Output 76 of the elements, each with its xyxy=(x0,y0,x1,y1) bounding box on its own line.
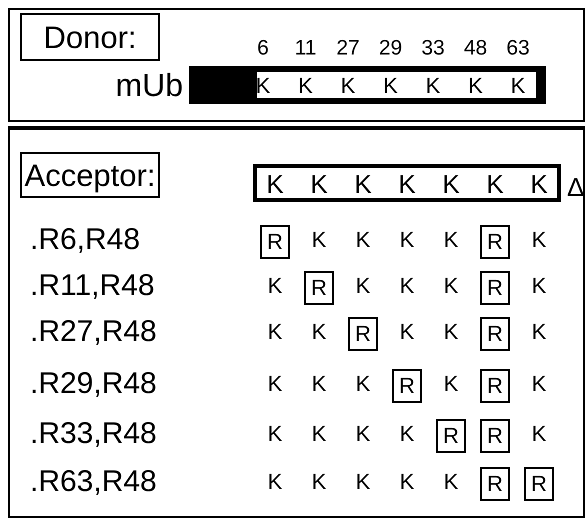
residue-letter: K xyxy=(532,229,546,251)
panel-heading: Acceptor: xyxy=(20,152,160,198)
panel-heading: Donor: xyxy=(20,13,160,61)
residue-letter: K xyxy=(400,321,414,343)
residue-letter: K xyxy=(266,171,284,197)
residue-letter: K xyxy=(268,275,282,297)
residue-letter: K xyxy=(298,75,313,97)
residue-letter: K xyxy=(400,471,414,493)
panel xyxy=(8,8,585,122)
residue-letter: K xyxy=(356,373,370,395)
residue-letter: K xyxy=(400,423,414,445)
residue-letter: K xyxy=(356,275,370,297)
position-number: 63 xyxy=(506,38,530,58)
residue-letter: K xyxy=(268,321,282,343)
residue-letter: K xyxy=(444,275,458,297)
position-number: 48 xyxy=(464,38,488,58)
position-number: 11 xyxy=(294,38,316,58)
position-number: 6 xyxy=(257,38,269,58)
lysine-sequence-box xyxy=(255,70,538,100)
residue-letter: K xyxy=(442,171,460,197)
arginine-residue: R xyxy=(348,317,378,351)
residue-letter: K xyxy=(510,75,526,97)
residue-letter: K xyxy=(268,423,282,445)
position-number: 29 xyxy=(378,38,402,58)
residue-letter: K xyxy=(426,75,440,97)
residue-letter: K xyxy=(256,75,270,97)
arginine-residue: R xyxy=(392,369,422,403)
arginine-residue: R xyxy=(524,467,554,501)
residue-letter: K xyxy=(383,75,398,97)
mutant-label: .R63,R48 xyxy=(30,467,157,497)
panel xyxy=(8,126,585,518)
residue-letter: K xyxy=(486,171,504,197)
arginine-residue: R xyxy=(480,419,510,453)
residue-letter: K xyxy=(312,471,326,493)
residue-letter: K xyxy=(468,75,483,97)
mutant-label: .R11,R48 xyxy=(30,271,155,301)
arginine-residue: R xyxy=(480,271,510,305)
residue-letter: K xyxy=(268,471,282,493)
arginine-residue: R xyxy=(480,369,510,403)
residue-letter: K xyxy=(532,373,546,395)
residue-letter: K xyxy=(444,471,458,493)
residue-letter: K xyxy=(310,171,328,197)
residue-letter: K xyxy=(354,171,372,197)
arginine-residue: R xyxy=(480,467,510,501)
residue-letter: K xyxy=(444,229,458,251)
residue-letter: K xyxy=(268,373,282,395)
mutant-label: .R33,R48 xyxy=(30,419,157,449)
arginine-residue: R xyxy=(480,317,510,351)
residue-letter: K xyxy=(532,275,546,297)
residue-letter: K xyxy=(356,423,370,445)
residue-letter: K xyxy=(400,229,414,251)
delta-symbol: Δ xyxy=(567,174,584,200)
arginine-residue: R xyxy=(304,271,334,305)
residue-letter: K xyxy=(444,321,458,343)
residue-letter: K xyxy=(532,321,546,343)
residue-letter: K xyxy=(400,275,414,297)
position-number: 33 xyxy=(421,38,445,58)
residue-letter: K xyxy=(530,171,548,197)
arginine-residue: R xyxy=(480,225,510,259)
residue-letter: K xyxy=(312,321,326,343)
position-number: 27 xyxy=(336,38,360,58)
residue-letter: K xyxy=(444,373,458,395)
arginine-residue: R xyxy=(436,419,466,453)
residue-letter: K xyxy=(312,423,326,445)
residue-letter: K xyxy=(356,229,370,251)
residue-letter: K xyxy=(356,471,370,493)
protein-label: mUb xyxy=(115,69,183,101)
residue-letter: K xyxy=(340,75,356,97)
residue-letter: K xyxy=(398,171,416,197)
mutant-label: .R27,R48 xyxy=(30,317,157,347)
residue-letter: K xyxy=(532,423,546,445)
residue-letter: K xyxy=(312,229,326,251)
mutant-label: .R29,R48 xyxy=(30,369,157,399)
residue-letter: K xyxy=(312,373,326,395)
mutant-label: .R6,R48 xyxy=(30,225,140,255)
arginine-residue: R xyxy=(260,225,290,259)
